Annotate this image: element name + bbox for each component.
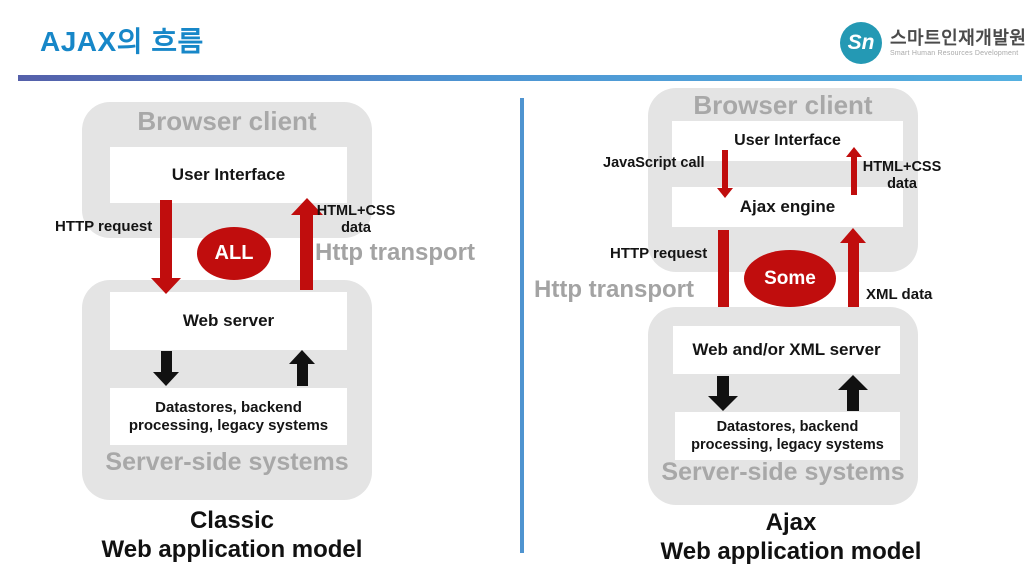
ajax-engine-box: Ajax engine <box>672 187 903 227</box>
ajax-javascript-call-arrowhead <box>717 188 733 198</box>
classic-html-css-label: HTML+CSS data <box>316 203 396 236</box>
ajax-http-request-label: HTTP request <box>610 245 708 262</box>
ajax-xml-data-arrowhead <box>840 228 866 243</box>
classic-backend-down-arrow <box>161 351 172 372</box>
header-divider-line <box>18 75 1022 81</box>
classic-http-request-arrowhead <box>151 278 181 294</box>
ajax-backend-up-arrow <box>847 390 859 411</box>
vertical-divider <box>520 98 524 553</box>
logo-company-subtitle: Smart Human Resources Development <box>890 49 1019 57</box>
classic-http-transport-label: Http transport <box>315 239 475 266</box>
ajax-html-css-arrowhead <box>846 147 862 157</box>
classic-datastores-box: Datastores, backend processing, legacy s… <box>110 388 347 445</box>
ajax-backend-up-arrowhead <box>838 375 868 390</box>
classic-backend-down-arrowhead <box>153 372 179 386</box>
ajax-http-transport-label: Http transport <box>534 276 694 303</box>
classic-html-css-arrowhead <box>291 198 323 215</box>
ajax-browser-panel <box>648 88 918 272</box>
classic-all-ellipse: ALL <box>197 227 271 280</box>
ajax-server-title: Server-side systems <box>661 458 905 486</box>
ajax-backend-down-arrowhead <box>708 396 738 411</box>
ajax-javascript-call-label: JavaScript call <box>603 155 705 171</box>
ajax-javascript-call-arrow <box>722 150 728 189</box>
classic-backend-up-arrowhead <box>289 350 315 364</box>
ajax-web-server-box: Web and/or XML server <box>673 326 900 374</box>
classic-backend-up-arrow <box>297 364 308 386</box>
ajax-backend-down-arrow <box>717 376 729 396</box>
ajax-xml-data-label: XML data <box>866 286 933 303</box>
page-title: AJAX의 흐름 <box>40 26 204 57</box>
ajax-html-css-arrow <box>851 156 857 195</box>
ajax-http-request-arrow <box>718 230 729 308</box>
company-logo: Sn 스마트인재개발원 Smart Human Resources Develo… <box>840 22 1026 64</box>
classic-html-css-arrow <box>300 214 313 290</box>
ajax-datastores-box: Datastores, backend processing, legacy s… <box>675 412 900 460</box>
logo-company-name: 스마트인재개발원 <box>890 27 1027 48</box>
classic-user-interface-box: User Interface <box>110 147 347 203</box>
classic-browser-title: Browser client <box>137 106 317 136</box>
ajax-xml-data-arrow <box>848 243 859 323</box>
ajax-user-interface-box: User Interface <box>672 121 903 161</box>
ajax-html-css-label: HTML+CSS data <box>862 159 942 192</box>
ajax-some-ellipse: Some <box>744 250 836 307</box>
classic-http-request-arrow <box>160 200 172 278</box>
classic-server-title: Server-side systems <box>105 448 349 476</box>
logo-monogram-icon: Sn <box>840 22 882 64</box>
classic-caption: Classic Web application model <box>101 507 363 563</box>
ajax-browser-title: Browser client <box>693 90 873 120</box>
ajax-caption: Ajax Web application model <box>660 509 922 565</box>
classic-http-request-label: HTTP request <box>55 218 153 235</box>
classic-web-server-box: Web server <box>110 292 347 350</box>
